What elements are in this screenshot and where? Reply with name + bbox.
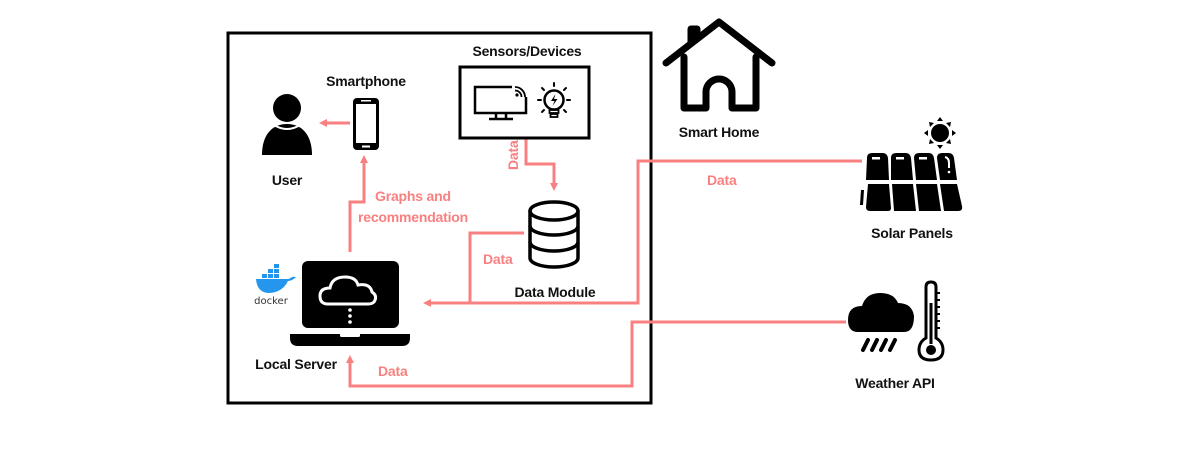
smartphone-label: Smartphone xyxy=(326,73,406,89)
local-server-node[interactable]: docker Local Server xyxy=(254,261,410,372)
user-icon xyxy=(262,94,312,155)
flow-module-to-server xyxy=(468,231,524,303)
smartphone-node[interactable]: Smartphone xyxy=(326,73,406,150)
data-module-label: Data Module xyxy=(514,284,595,300)
flow-weather-to-server xyxy=(346,320,846,388)
flow-label-weather-data: Data xyxy=(378,363,408,379)
data-module-node[interactable]: Data Module xyxy=(514,200,596,300)
weather-api-label: Weather API xyxy=(855,375,935,391)
house-icon xyxy=(662,18,776,112)
flow-server-to-phone xyxy=(348,155,368,252)
local-server-label: Local Server xyxy=(255,356,337,372)
weather-api-node[interactable]: Weather API xyxy=(848,280,945,391)
smart-tv-icon xyxy=(473,85,528,121)
user-node[interactable]: User xyxy=(262,94,312,188)
flow-label-graphs-line2: recommendation xyxy=(358,209,468,225)
database-icon xyxy=(528,200,580,269)
user-label: User xyxy=(272,172,303,188)
rain-cloud-icon xyxy=(848,293,914,352)
solar-panels-node[interactable]: Solar Panels xyxy=(860,117,963,241)
solar-panels-label: Solar Panels xyxy=(871,225,953,241)
flow-label-sensors-data: Data xyxy=(505,140,521,170)
solar-panel-icon xyxy=(860,153,963,211)
sensors-node[interactable]: Sensors/Devices xyxy=(458,43,591,140)
flow-label-graphs-line1: Graphs and xyxy=(375,188,451,204)
flow-label-solar-data: Data xyxy=(707,172,737,188)
flow-solar-to-server xyxy=(423,159,862,307)
smart-home-label: Smart Home xyxy=(679,124,760,140)
flow-lines xyxy=(319,119,862,388)
docker-logo: docker xyxy=(254,264,296,307)
sensors-box xyxy=(458,65,591,140)
thermometer-icon xyxy=(917,280,945,362)
laptop-cloud-icon xyxy=(290,261,410,346)
sensors-label: Sensors/Devices xyxy=(472,43,581,59)
docker-badge-text: docker xyxy=(254,296,289,307)
weather-thermometer-icon xyxy=(848,280,945,362)
smart-home-node[interactable]: Smart Home xyxy=(662,18,776,140)
flow-sensors-to-module xyxy=(524,139,558,191)
smartphone-icon xyxy=(353,98,379,150)
sun-icon xyxy=(924,117,956,149)
smart-bulb-icon xyxy=(537,82,571,118)
flow-label-module-data: Data xyxy=(483,251,513,267)
smart-home-boundary xyxy=(226,31,653,405)
